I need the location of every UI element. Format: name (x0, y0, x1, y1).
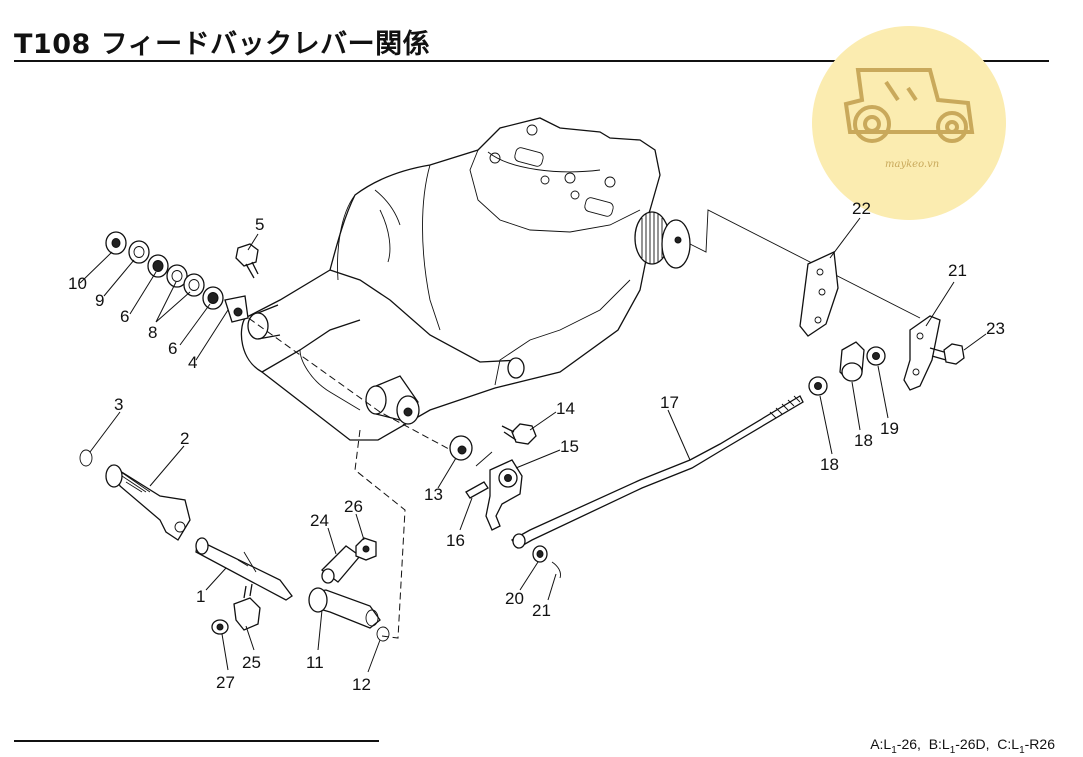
callout-5: 5 (255, 215, 264, 234)
lever-shaft-2 (79, 449, 191, 541)
bolt-23 (929, 343, 965, 365)
callout-9: 10 (68, 274, 87, 293)
ring-11 (376, 626, 390, 642)
connector-line-spline (689, 209, 921, 319)
watermark-text: maykeo.vn (885, 159, 939, 170)
callout-23: 23 (986, 319, 1005, 338)
callout-11: 12 (352, 675, 371, 694)
phantom-axis-lower (354, 429, 406, 639)
callout-19: 20 (505, 589, 524, 608)
bolt-13 (501, 423, 537, 445)
watermark-logo: maykeo.vn (812, 26, 1006, 220)
nut-18-lower (808, 376, 828, 396)
model-applicability-note: A:L1-26, B:L1-26D, C:L1-R26 (870, 736, 1055, 756)
bolt-5 (235, 243, 259, 279)
callout-12: 13 (424, 485, 443, 504)
lift-housing (240, 117, 691, 441)
rod-16 (511, 395, 804, 549)
callout-4: 4 (188, 353, 197, 372)
shaft-1 (195, 537, 293, 601)
title-rule (14, 60, 1049, 62)
nut-26 (355, 537, 377, 561)
pin-15 (465, 481, 489, 499)
callout-10: 11 (306, 653, 324, 672)
callout-18b: 19 (880, 419, 899, 438)
bracket-22 (799, 251, 839, 337)
fitting-24 (321, 545, 361, 584)
callout-20: 21 (532, 601, 551, 620)
leader-lines (79, 217, 987, 673)
pin-20 (551, 561, 561, 579)
page-title: T108 フィードバックレバー関係 (14, 29, 431, 60)
nut-18-upper (866, 346, 886, 366)
bracket-21 (903, 315, 941, 391)
clevis-17 (839, 341, 865, 382)
callout-21: 21 (948, 261, 967, 280)
washer-stack (105, 231, 249, 323)
callout-14: 15 (560, 437, 579, 456)
callout-27: 27 (216, 673, 235, 692)
callout-3: 3 (114, 395, 123, 414)
bottom-rule (14, 740, 379, 742)
callout-26: 26 (344, 497, 363, 516)
callout-17: 18 (854, 431, 873, 450)
arm-10 (308, 587, 381, 629)
callout-15: 16 (446, 531, 465, 550)
callout-2: 2 (180, 429, 189, 448)
callout-labels: 10 9 6 8 6 4 5 3 2 1 25 27 11 12 24 26 1… (68, 199, 1005, 694)
block-25 (233, 583, 261, 631)
tractor-logo-icon (843, 68, 975, 143)
callout-13: 14 (556, 399, 575, 418)
callout-1: 1 (196, 587, 205, 606)
callout-22: 22 (852, 199, 871, 218)
callout-7: 8 (148, 323, 157, 342)
callout-25: 25 (242, 653, 261, 672)
callout-6b: 6 (168, 339, 177, 358)
washer-19 (532, 545, 548, 563)
callout-24: 24 (310, 511, 329, 530)
plate-12 (449, 435, 473, 461)
lever-14 (475, 451, 523, 531)
callout-18a: 18 (820, 455, 839, 474)
callout-16: 17 (660, 393, 679, 412)
callout-8: 9 (95, 291, 104, 310)
nut-27 (211, 619, 229, 635)
callout-6a: 6 (120, 307, 129, 326)
phantom-axis-upper (239, 311, 461, 456)
